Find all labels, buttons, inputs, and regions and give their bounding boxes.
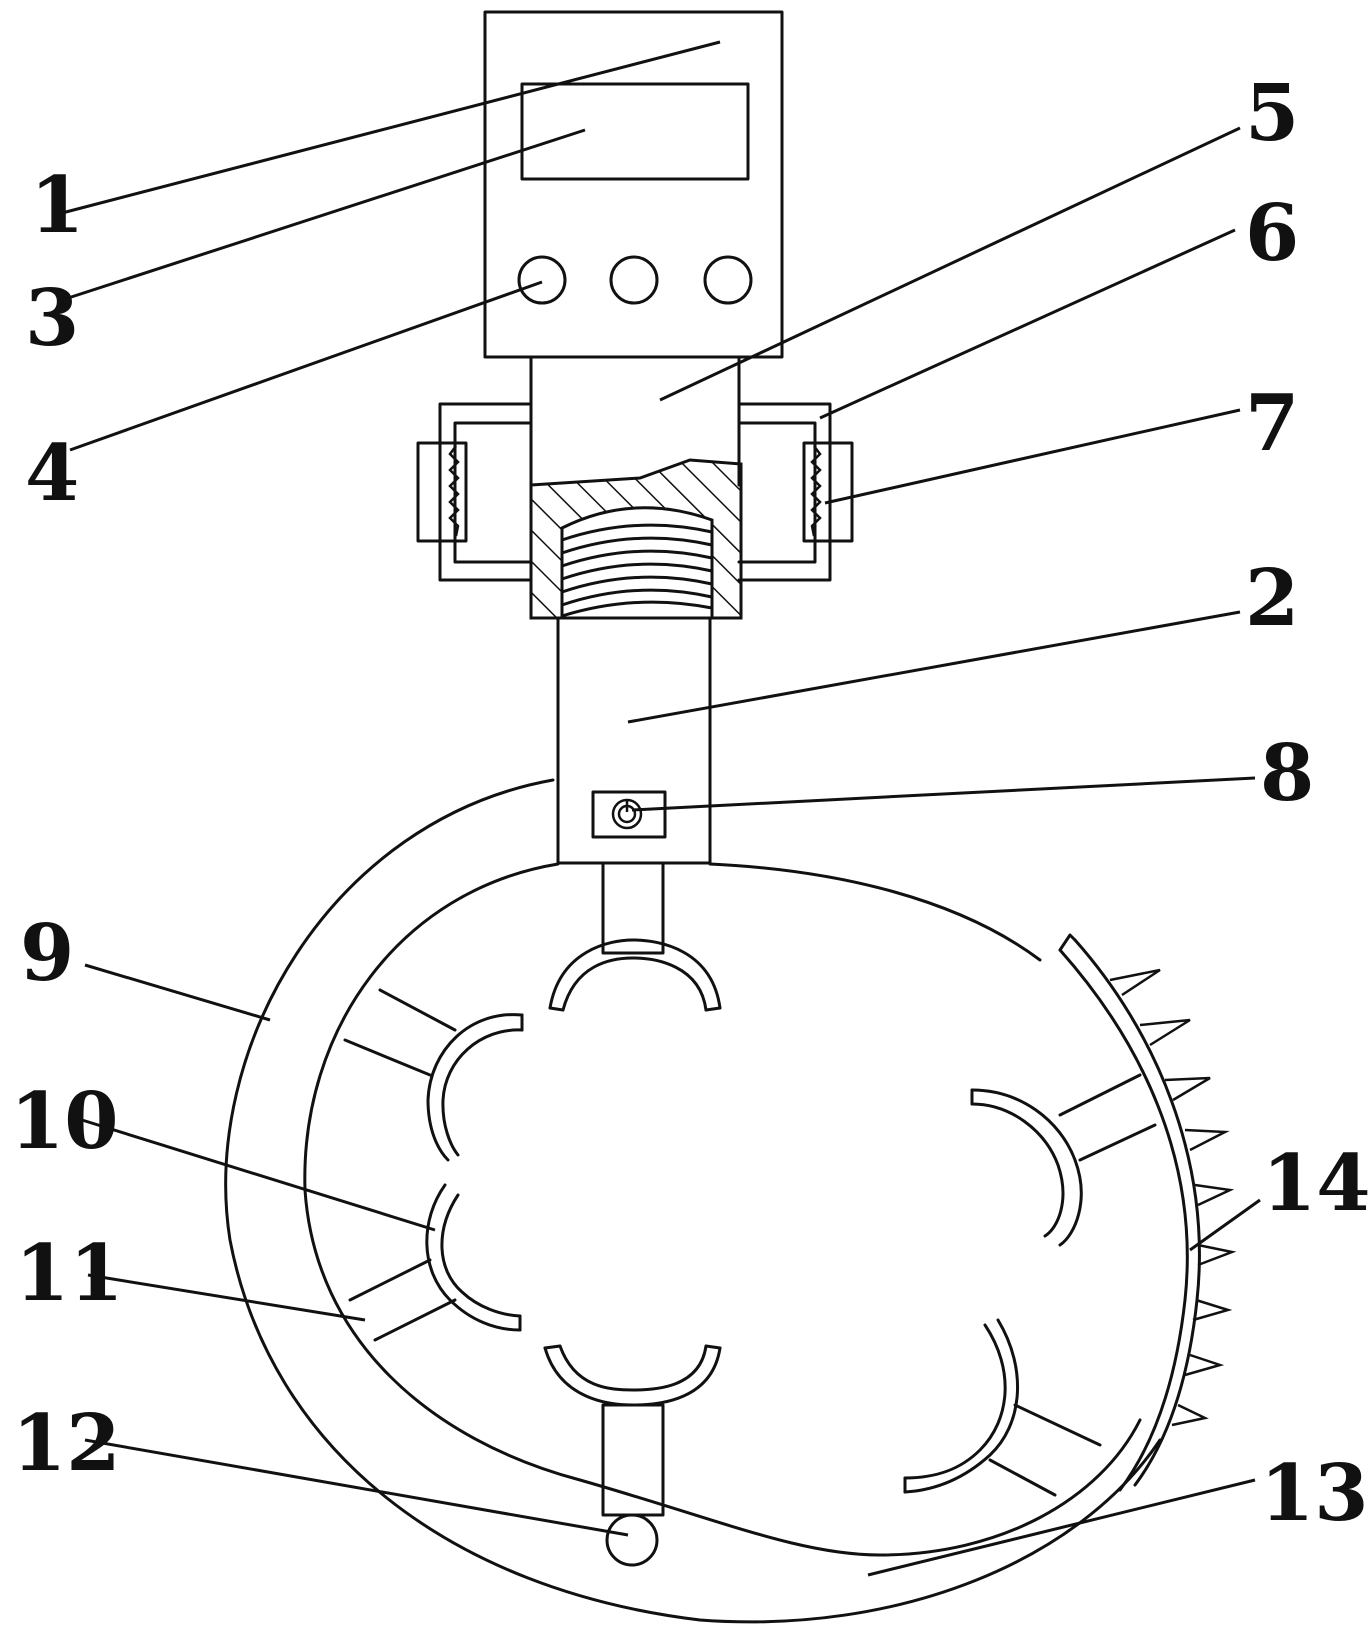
leader-6 (819, 228, 1236, 420)
controller-box (483, 10, 784, 359)
right-arms (903, 1073, 1157, 1497)
leader-1 (61, 40, 721, 215)
leader-13 (867, 1478, 1256, 1577)
label-5: 5 (1245, 68, 1299, 159)
button-1 (517, 255, 567, 305)
leader-5 (659, 126, 1241, 402)
leader-7 (824, 408, 1241, 505)
left-clamp-bracket (416, 402, 533, 582)
leader-11 (87, 1273, 366, 1322)
label-8: 8 (1260, 728, 1314, 819)
label-13: 13 (1260, 1448, 1369, 1539)
leader-4 (69, 280, 543, 452)
right-clamp-bracket (737, 402, 854, 582)
leader-lines (61, 40, 1261, 1577)
leader-8 (631, 776, 1256, 812)
label-12: 12 (12, 1398, 121, 1489)
upper-shaft (548, 861, 722, 1012)
switch-8 (591, 790, 667, 839)
housing-9 (224, 778, 1162, 1624)
pivot-12 (605, 1513, 659, 1567)
button-2 (609, 255, 659, 305)
label-3: 3 (25, 273, 79, 364)
leader-12 (84, 1438, 629, 1537)
label-7: 7 (1245, 378, 1299, 469)
leader-14 (1189, 1198, 1261, 1252)
upper-sleeve (529, 355, 743, 620)
button-3 (703, 255, 753, 305)
leader-10 (81, 1118, 436, 1232)
label-2: 2 (1245, 553, 1299, 644)
left-arms (343, 988, 524, 1342)
leader-9 (84, 963, 271, 1022)
label-10: 10 (10, 1076, 119, 1167)
lower-shaft (543, 1344, 722, 1567)
label-11: 11 (15, 1228, 124, 1319)
label-9: 9 (20, 908, 74, 999)
leader-2 (627, 610, 1241, 724)
label-6: 6 (1245, 188, 1299, 279)
label-14: 14 (1262, 1138, 1370, 1229)
label-4: 4 (25, 428, 79, 519)
leader-3 (61, 128, 586, 302)
scraper-blade (1058, 933, 1237, 1492)
labels: 1 3 4 5 6 7 2 8 9 10 11 12 13 14 (10, 68, 1370, 1539)
lower-tube (556, 616, 712, 865)
display-screen (520, 82, 750, 181)
label-1: 1 (30, 160, 84, 251)
